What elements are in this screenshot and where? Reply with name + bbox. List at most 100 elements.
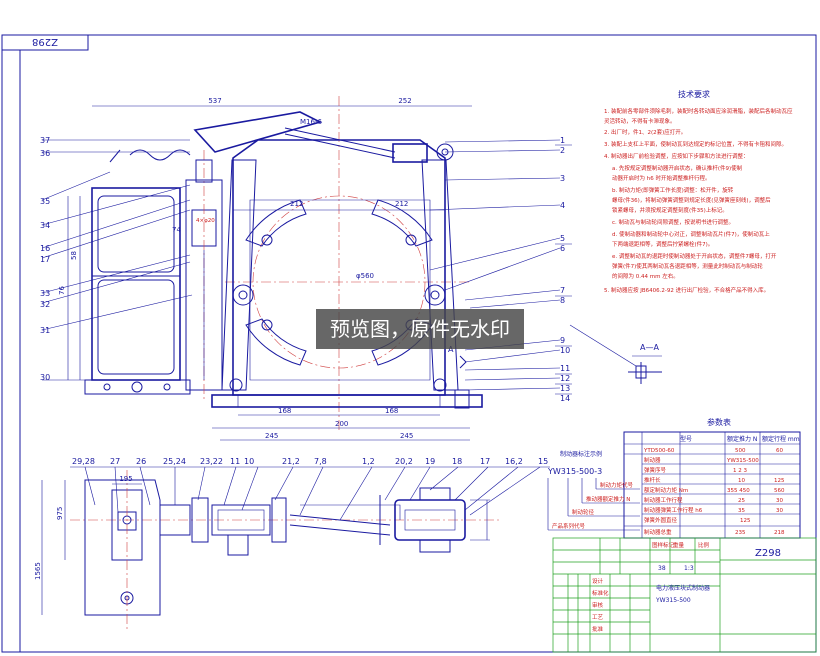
part-no: 23,22: [200, 457, 223, 466]
part-no: 18: [452, 457, 462, 466]
part-no: 29,28: [72, 457, 95, 466]
params-header: 额定行程 mm: [762, 435, 800, 443]
tech-line: 3. 装配上支杠上平面，使制动瓦到达规定的标记位置，不得有卡阻和间隙。: [604, 140, 787, 148]
part-no: 2: [560, 146, 565, 155]
notation-code: YW315-500-3: [547, 467, 602, 476]
notation-item: 推动器额定推力 N: [586, 495, 630, 503]
svg-text:235: 235: [735, 530, 746, 536]
part-no: 16: [40, 244, 50, 253]
title-line-1: 电力液压块式制动器: [656, 584, 710, 592]
tech-line: d. 使制动器和制动轮中心对正，调整制动瓦片(件7)，使制动瓦上: [612, 230, 770, 238]
part-no: 7,8: [314, 457, 327, 466]
drawing-code-box: Z298: [755, 548, 781, 559]
part-no: 30: [40, 373, 50, 382]
svg-text:1565: 1565: [34, 562, 42, 580]
part-no: 25,24: [163, 457, 186, 466]
svg-text:218: 218: [774, 530, 785, 536]
svg-text:1 2 3: 1 2 3: [733, 468, 747, 474]
drawing-code-top: Z298: [32, 36, 58, 47]
part-no: 6: [560, 244, 565, 253]
part-no: 1,2: [362, 457, 375, 466]
part-no: 37: [40, 136, 50, 145]
svg-text:500: 500: [735, 448, 746, 454]
tech-requirements: 技术要求 1. 装配前各零部件须除毛刺，装配时各转动面应涂润滑脂，装配后各制动瓦…: [604, 89, 793, 294]
tech-line: c. 制动瓦与制动轮间隙调整，按说明书进行调整。: [612, 218, 734, 226]
svg-text:30: 30: [776, 498, 783, 504]
title-line-2: YW315-500: [655, 597, 691, 604]
part-no: 21,2: [282, 457, 300, 466]
pull-rod: [284, 127, 396, 153]
svg-text:125: 125: [740, 518, 751, 524]
notation-item: 制动轮径: [572, 508, 595, 516]
tech-line: e. 调整制动瓦的退距时使制动器处于开启状态，调整件7螺母，打开: [612, 252, 777, 260]
svg-text:弹簧序号: 弹簧序号: [644, 466, 667, 474]
svg-text:212: 212: [290, 200, 303, 208]
part-no: 12: [560, 374, 570, 383]
part-no: 1: [560, 136, 565, 145]
part-no: 19: [425, 457, 435, 466]
svg-text:975: 975: [56, 507, 64, 520]
dim-537: 537: [208, 97, 221, 105]
tech-line: a. 先按规定调整制动器开启状态，确认推杆(件9)使制: [612, 164, 743, 172]
params-header: 额定推力 N: [727, 435, 757, 443]
front-view: 537 252 M16-6 φ560 212 212: [41, 96, 561, 441]
svg-text:35: 35: [738, 508, 745, 514]
svg-text:200: 200: [335, 420, 348, 428]
svg-text:60: 60: [776, 448, 783, 454]
part-no: 10: [560, 346, 570, 355]
dim-252: 252: [398, 97, 411, 105]
svg-text:168: 168: [278, 407, 291, 415]
part-no: 34: [40, 221, 50, 230]
tb-label: 工艺: [592, 614, 604, 621]
tech-line: 1. 装配前各零部件须除毛刺，装配时各转动面应涂润滑脂，装配后各制动瓦应: [604, 107, 793, 115]
tech-line: 2. 出厂时，件1、2(2套)应打开。: [604, 128, 686, 136]
part-no: 32: [40, 300, 50, 309]
title-block: 图样标记 重量 比例 38 1:3 设计 标准化 审核 工艺 批准 Z298 电…: [552, 537, 817, 653]
svg-text:制动器弹簧工作行程 h6: 制动器弹簧工作行程 h6: [644, 506, 703, 514]
tb-label: 标准化: [592, 589, 609, 597]
base-plate: [211, 394, 483, 408]
top-lever: [193, 111, 323, 153]
svg-text:A—A: A—A: [640, 343, 659, 352]
svg-text:制动器: 制动器: [644, 456, 661, 464]
tech-line: 锁紧螺母，并须按规定调整刻度(件35)上标记。: [612, 206, 728, 214]
dim-wheel: φ560: [356, 272, 374, 280]
plan-view: 975 1565 195: [34, 466, 550, 630]
part-no: 16,2: [505, 457, 523, 466]
thruster-body: [91, 187, 181, 381]
part-no: 11: [230, 457, 240, 466]
params-table: 参数表 型号 额定推力 N 额定行程 mm YTD500-60 500 60 制…: [623, 417, 801, 539]
tb-label: 重量: [673, 541, 685, 549]
part-numbers-left: 37 36 35 34 16 17 33 32 31 30: [40, 136, 50, 382]
tech-line: 弹簧(件7)使其两制动瓦各退距相等，测量此时制动瓦与制动轮: [612, 262, 763, 270]
part-no: 10: [244, 457, 254, 466]
svg-text:58: 58: [70, 251, 78, 260]
svg-text:弹簧外圆直径: 弹簧外圆直径: [644, 516, 678, 524]
tech-line: 的间隙为 0.44 mm 左右。: [612, 272, 679, 280]
svg-text:25: 25: [738, 498, 745, 504]
part-no: 17: [40, 255, 50, 264]
tech-title: 技术要求: [678, 89, 710, 99]
svg-text:168: 168: [385, 407, 398, 415]
part-numbers-right: 1 2 3 4 5 6 7 8 9 10 11 12 13 14: [555, 136, 572, 403]
part-no: 31: [40, 326, 50, 335]
tb-label: 图样标记: [652, 541, 675, 549]
part-no: 14: [560, 394, 570, 403]
svg-text:125: 125: [774, 478, 785, 484]
tech-line: 灵活转动，不得有卡滞现象。: [604, 117, 676, 125]
tb-label: 批准: [592, 625, 604, 633]
part-no: 11: [560, 364, 570, 373]
part-numbers-bottom: 29,28 27 26 25,24 23,22 11 10 21,2 7,8 1…: [72, 457, 548, 466]
tech-line: 5. 制动器应按 JB6406.2-92 进行出厂检验，不合格产品不得入库。: [604, 286, 769, 294]
tech-line: 动器开启时为 h6 时开始调整推杆行程。: [612, 174, 710, 182]
dim-m16: M16-6: [300, 118, 322, 126]
watermark-banner: 预览图，原件无水印: [316, 309, 524, 349]
part-no: 33: [40, 289, 50, 298]
tech-line: b. 制动力矩(即弹簧工作长度)调整：松开件，旋转: [612, 186, 734, 194]
svg-text:76: 76: [58, 286, 66, 295]
part-no: 7: [560, 286, 565, 295]
notation-title: 制动器标注示例: [560, 450, 602, 458]
part-no: 15: [538, 457, 548, 466]
params-title: 参数表: [707, 417, 731, 427]
svg-text:制动器工作行程: 制动器工作行程: [644, 496, 683, 504]
